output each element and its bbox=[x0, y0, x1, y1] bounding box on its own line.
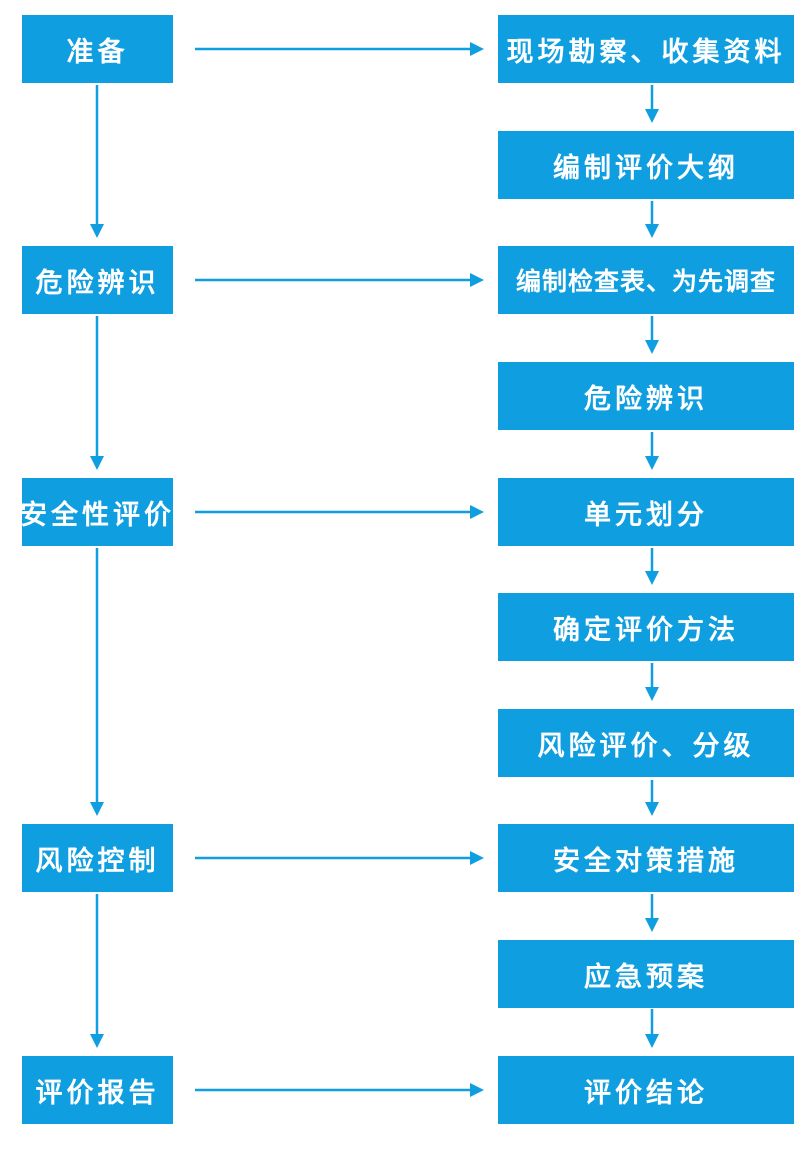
arrowhead-icon bbox=[645, 687, 659, 701]
arrowhead-icon bbox=[645, 918, 659, 932]
arrowhead-icon bbox=[645, 224, 659, 238]
arrowhead-icon bbox=[645, 109, 659, 123]
arrowhead-icon bbox=[645, 340, 659, 354]
right-column-arrows bbox=[645, 85, 659, 1048]
left-column-arrows bbox=[90, 85, 104, 1048]
horizontal-arrows bbox=[195, 42, 484, 1097]
flow-node-emergency-plan: 应急预案 bbox=[498, 940, 794, 1008]
flow-node-risk-evaluation-grading: 风险评价、分级 bbox=[498, 709, 794, 777]
arrowhead-icon bbox=[90, 224, 104, 238]
flow-node-compile-evaluation-outline: 编制评价大纲 bbox=[498, 131, 794, 199]
flow-node-risk-control: 风险控制 bbox=[22, 824, 173, 892]
arrowhead-icon bbox=[645, 571, 659, 585]
arrowhead-icon bbox=[90, 802, 104, 816]
flow-node-evaluation-report: 评价报告 bbox=[22, 1056, 173, 1124]
arrowhead-icon bbox=[645, 802, 659, 816]
arrowhead-icon bbox=[470, 505, 484, 519]
flow-node-hazard-identification-step: 危险辨识 bbox=[498, 362, 794, 430]
arrowhead-icon bbox=[90, 1034, 104, 1048]
flow-node-compile-checklist-preliminary-survey: 编制检查表、为先调查 bbox=[498, 246, 794, 314]
flow-node-preparation: 准备 bbox=[22, 15, 173, 83]
arrowhead-icon bbox=[645, 456, 659, 470]
arrowhead-icon bbox=[90, 456, 104, 470]
arrowhead-icon bbox=[470, 851, 484, 865]
flow-node-safety-countermeasures: 安全对策措施 bbox=[498, 824, 794, 892]
flow-node-evaluation-conclusion: 评价结论 bbox=[498, 1056, 794, 1124]
arrowhead-icon bbox=[470, 273, 484, 287]
flow-node-hazard-identification: 危险辨识 bbox=[22, 246, 173, 314]
flow-node-site-survey-data-collection: 现场勘察、收集资料 bbox=[498, 15, 794, 83]
flow-node-determine-evaluation-method: 确定评价方法 bbox=[498, 593, 794, 661]
flow-node-unit-division: 单元划分 bbox=[498, 478, 794, 546]
arrowhead-icon bbox=[470, 42, 484, 56]
arrowhead-icon bbox=[470, 1083, 484, 1097]
flow-node-safety-evaluation: 安全性评价 bbox=[20, 478, 173, 546]
arrowhead-icon bbox=[645, 1034, 659, 1048]
